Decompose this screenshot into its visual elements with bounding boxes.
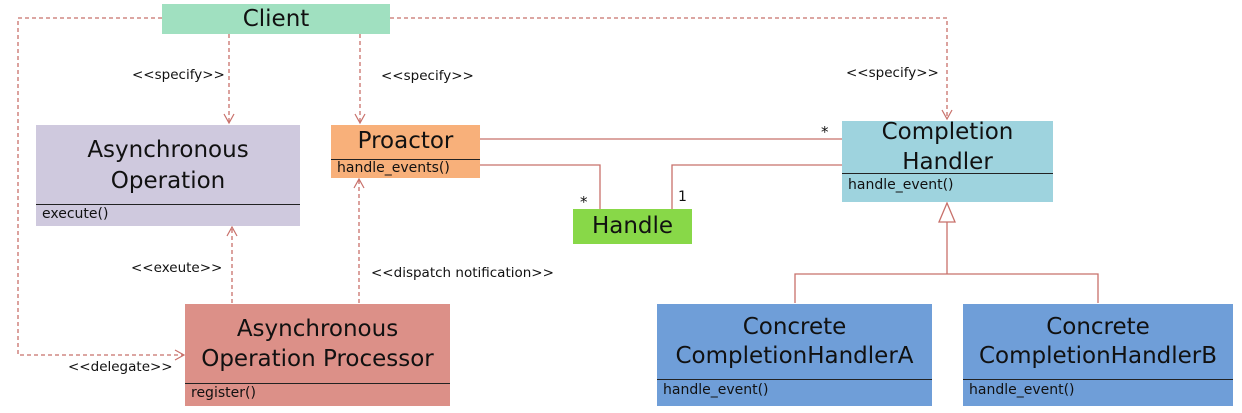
concrete-a-method: handle_event() — [663, 382, 769, 398]
dispatch-label: <<dispatch notification>> — [371, 265, 554, 281]
completion-handler-divider — [842, 173, 1053, 174]
concrete-b-divider — [963, 379, 1233, 380]
concrete-completion-handler-b-class: Concrete CompletionHandlerB handle_event… — [963, 304, 1233, 406]
concrete-b-method: handle_event() — [969, 382, 1075, 398]
concrete-a-divider — [657, 379, 932, 380]
processor-name-line1: Asynchronous — [236, 316, 399, 342]
concrete-b-name-line1: Concrete — [1046, 314, 1150, 340]
async-operation-name-line1: Asynchronous — [87, 137, 249, 163]
async-operation-method: execute() — [42, 206, 109, 222]
multiplicity-handle-handler: 1 — [678, 189, 687, 205]
specify-proactor-label: <<specify>> — [381, 68, 474, 84]
client-class: Client — [162, 4, 390, 34]
proactor-method: handle_events() — [337, 160, 450, 176]
client-class-name: Client — [242, 6, 310, 32]
async-operation-divider — [36, 204, 300, 205]
handle-class: Handle — [573, 209, 692, 244]
concrete-completion-handler-a-class: Concrete CompletionHandlerA handle_event… — [657, 304, 932, 406]
handle-handler-association — [671, 164, 842, 209]
proactor-handle-association — [480, 164, 601, 209]
concrete-b-name-line2: CompletionHandlerB — [978, 343, 1218, 369]
processor-name-line2: Operation Processor — [201, 346, 434, 372]
async-operation-name-line2: Operation — [110, 168, 226, 194]
completion-handler-name-line2: Handler — [902, 149, 993, 175]
asynchronous-operation-processor-class: Asynchronous Operation Processor registe… — [185, 304, 450, 406]
generalization-branch — [794, 273, 1099, 303]
specify-handler-label: <<specify>> — [846, 65, 939, 81]
completion-handler-method: handle_event() — [848, 177, 954, 193]
generalization-triangle-icon — [938, 201, 956, 223]
proactor-divider — [331, 159, 480, 160]
handle-class-name: Handle — [591, 213, 674, 239]
multiplicity-handle-proactor: * — [580, 193, 588, 211]
specify-async-label: <<specify>> — [132, 67, 225, 83]
proactor-class: Proactor handle_events() — [331, 125, 480, 178]
execute-label: <<exeute>> — [131, 260, 223, 276]
delegate-connector — [17, 17, 186, 361]
multiplicity-handler-proactor: * — [821, 123, 829, 141]
processor-method: register() — [191, 385, 256, 401]
processor-divider — [185, 383, 450, 384]
asynchronous-operation-class: Asynchronous Operation execute() — [36, 125, 300, 226]
concrete-a-name-line1: Concrete — [742, 314, 847, 340]
completion-handler-name-line1: Completion — [881, 119, 1014, 145]
specify-handler-connector — [390, 17, 953, 121]
concrete-a-name-line2: CompletionHandlerA — [675, 343, 914, 369]
completion-handler-class: Completion Handler handle_event() — [842, 119, 1053, 202]
proactor-class-name: Proactor — [357, 128, 454, 154]
delegate-label: <<delegate>> — [68, 359, 173, 375]
